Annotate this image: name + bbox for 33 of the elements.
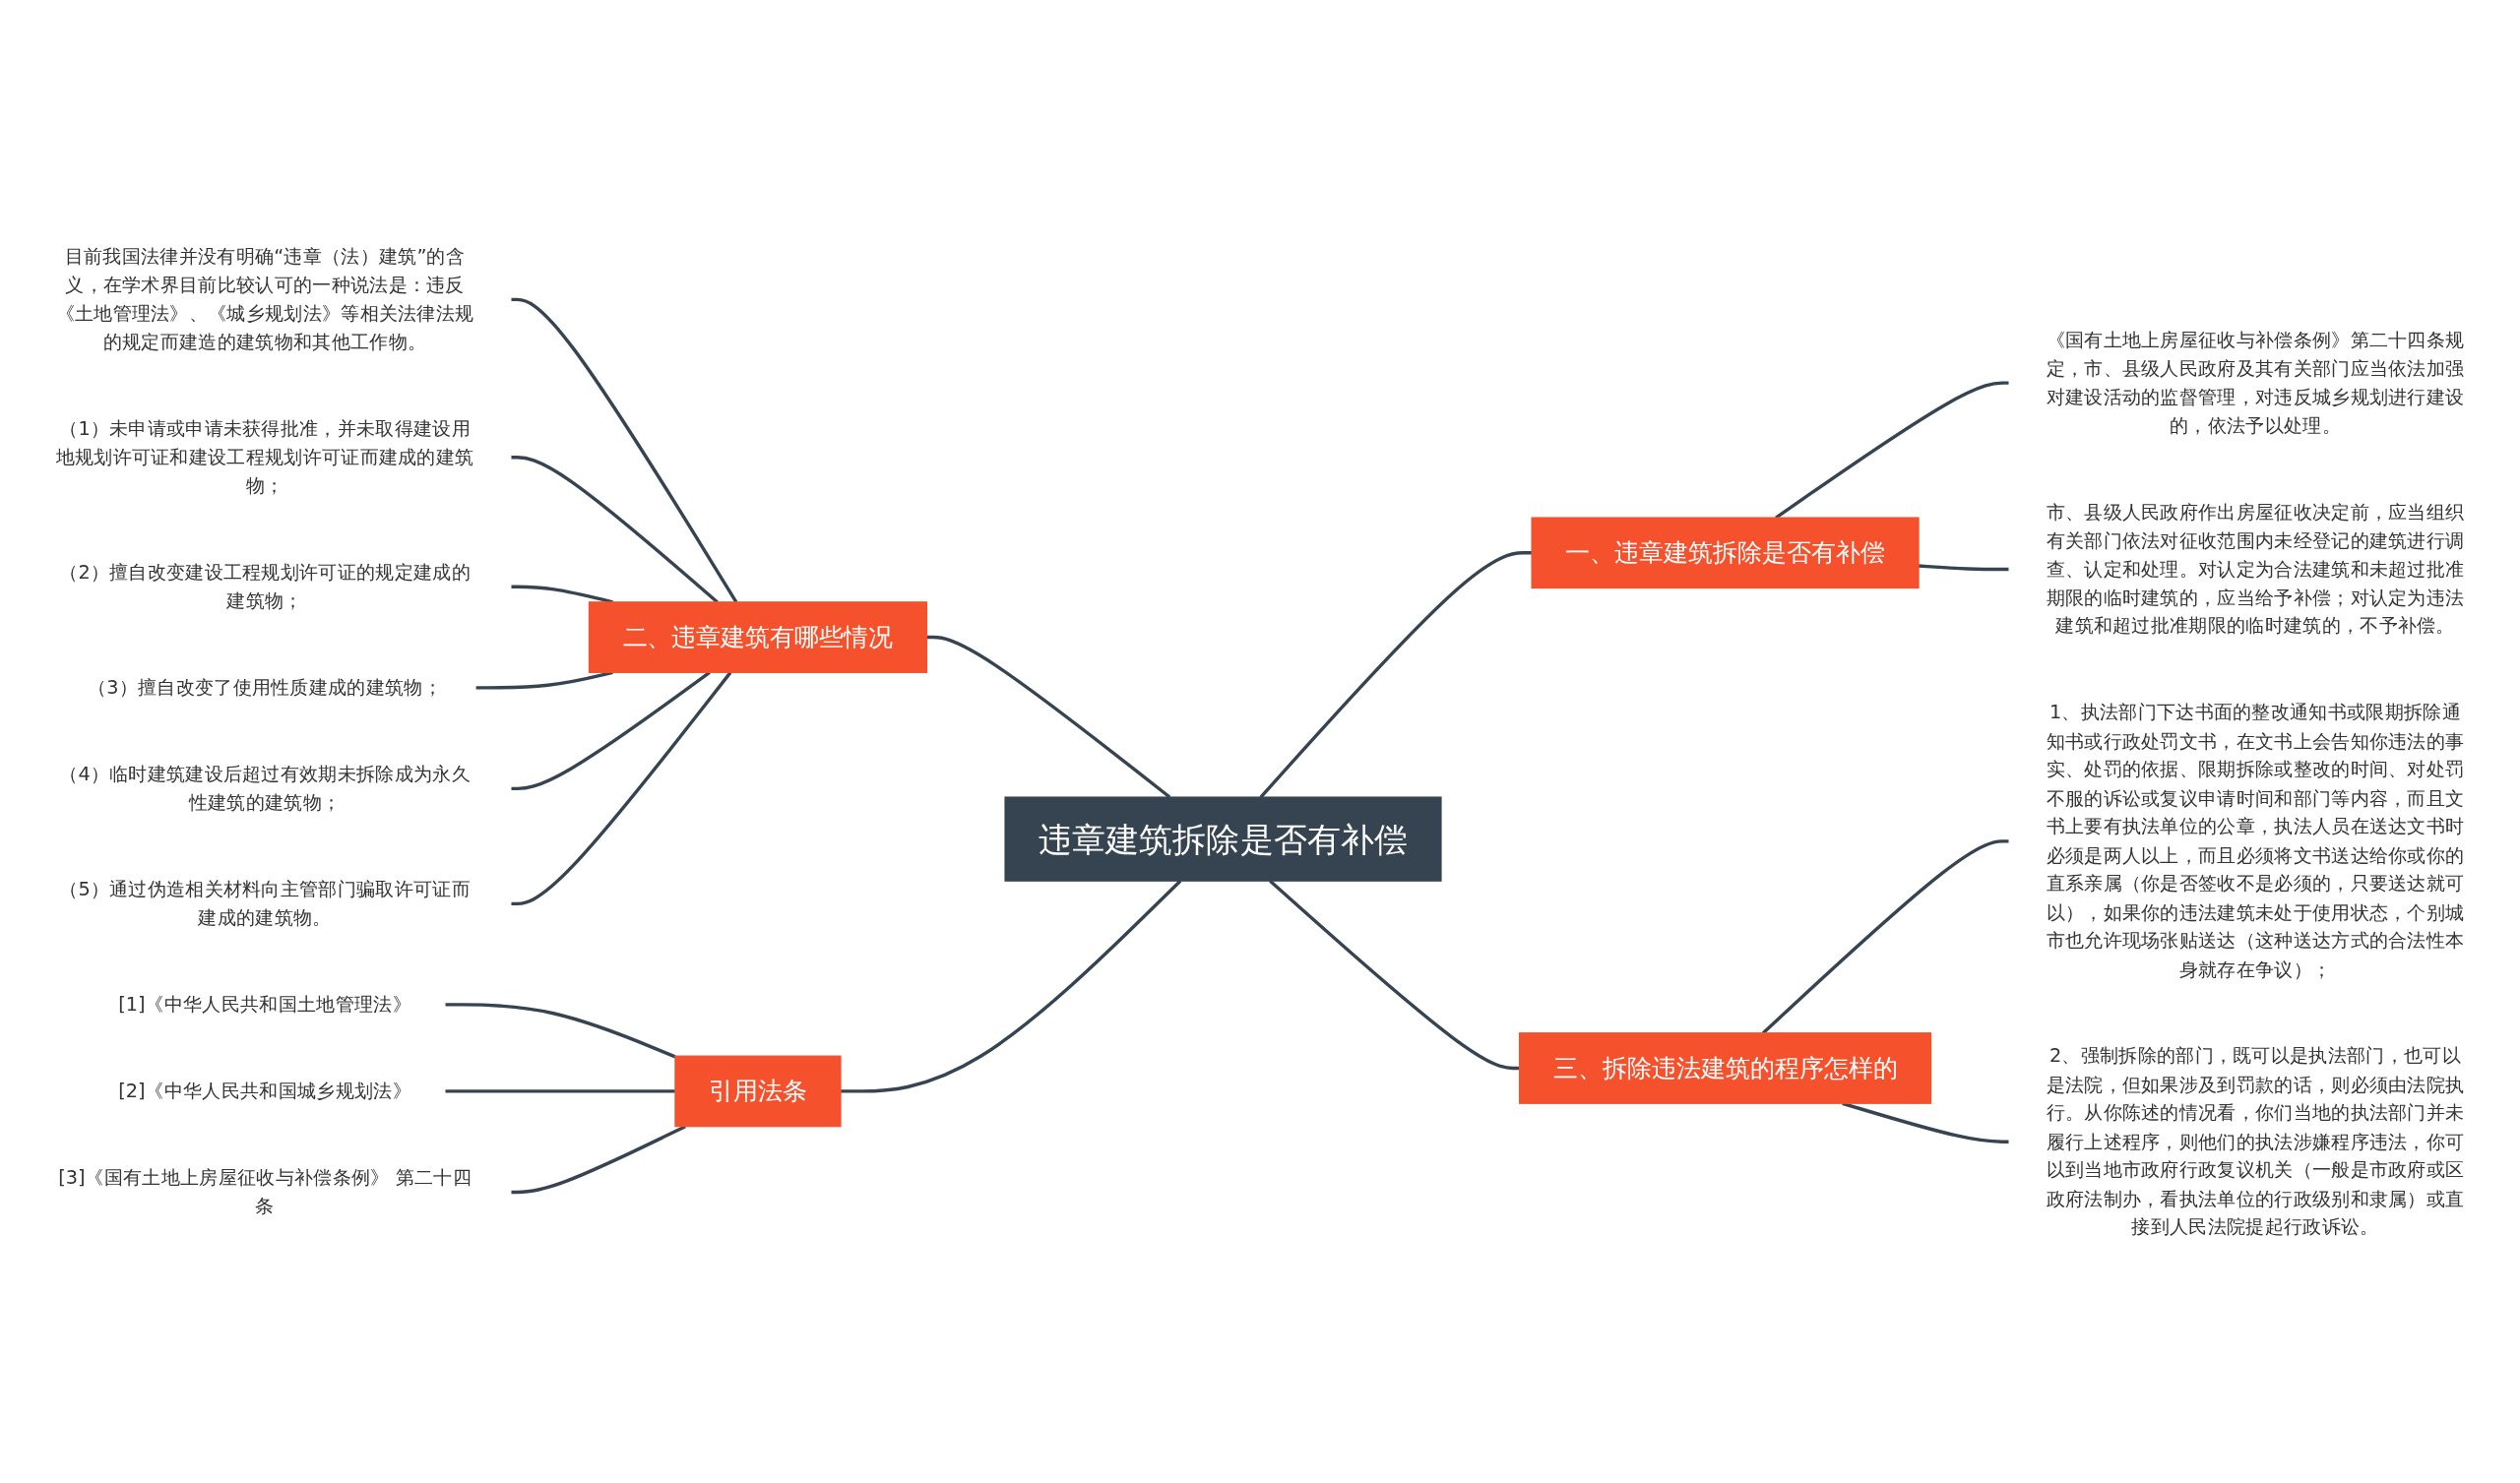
connector [841,879,1182,1093]
connector [926,635,1171,798]
connector [510,455,719,603]
node-box: 违章建筑拆除是否有补偿 [1004,795,1442,882]
node-box: 二、违章建筑有哪些情况 [588,600,928,673]
connector [1259,550,1533,798]
node-text: 《国有土地上房屋征收与补偿条例》第二十四条规定，市、县级人民政府及其有关部门应当依法加强对建设活动的监督管理，对违反城乡规划进行建设的，依法予以处理。 [2046,327,2465,436]
node-box: 引用法条 [674,1055,842,1127]
node-text: 市、县级人民政府作出房屋征收决定前，应当组织有关部门依法对征收范围内未经登记的建筑进行调查、认定和处理。对认定为合法建筑和未超过批准期限的临时建筑的，应当给予补偿；对认定为违法建筑和超过批准期限的临时建筑的，不予补偿。 [2046,499,2465,637]
connector [444,1002,676,1058]
connector [1775,380,2010,519]
node-text: （1）未申请或申请未获得批准，并未取得建设用地规划许可证和建设工程规划许可证而建成的建筑物； [55,416,474,496]
node-text: 目前我国法律并没有明确“违章（法）建筑”的含义，在学术界目前比较认可的一种说法是：违反《土地管理法》、《城乡规划法》等相关法律法规的规定而建造的建筑物和其他工作物。 [55,244,474,352]
connector [444,1088,675,1093]
node-box: 三、拆除违法建筑的程序怎样的 [1518,1031,1932,1104]
connector [1842,1101,2010,1143]
node-text: （2）擅自改变建设工程规划许可证的规定建成的建筑物； [59,560,471,611]
node-text: 1、执法部门下达书面的整改通知书或限期拆除通知书或行政处罚文书，在文书上会告知你违法的事实、处罚的依据、限期拆除或整改的时间、对处罚不服的诉讼或复议申请时间和部门等内容，而且文书上要有执法单位的公章，执法人员在送达文书时必须是两人以上，而且必须将文书送达给你或你的直系亲属（你是否签收不是必须的，只要送达就可以），如果你的违法建筑未处于使用状态，个别城市也允许现场张贴送达（这种送达方式的合法性本身就存在争议）； [2046,700,2465,980]
node-box: 一、违章建筑拆除是否有补偿 [1531,516,1920,588]
node-text: [1]《中华人民共和国土地管理法》 [118,992,411,1015]
node-text: （5）通过伪造相关材料向主管部门骗取许可证而建成的建筑物。 [59,877,471,928]
node-text: [2]《中华人民共和国城乡规划法》 [118,1079,411,1101]
node-text: [3]《国有土地上房屋征收与补偿条例》 第二十四条 [58,1165,472,1216]
connector [510,297,738,603]
connector [475,670,613,690]
connector [1762,838,2010,1034]
connector [1269,879,1520,1070]
connector [510,670,711,790]
node-text: 2、强制拆除的部门，既可以是执法部门，也可以是法院，但如果涉及到罚款的话，则必须由法院执行。从你陈述的情况看，你们当地的执法部门并未履行上述程序，则他们的执法涉嫌程序违法，你可以到当地市政府行政复议机关（一般是市政府或区政府法制办，看执法单位的行政级别和隶属）或直接到人民法院提起行政诉讼。 [2046,1043,2465,1238]
connector [510,585,613,603]
node-text: （3）擅自改变了使用性质建成的建筑物； [88,675,442,698]
node-text: （4）临时建筑建设后超过有效期未拆除成为永久性建筑的建筑物； [59,762,471,813]
connector [510,670,732,905]
